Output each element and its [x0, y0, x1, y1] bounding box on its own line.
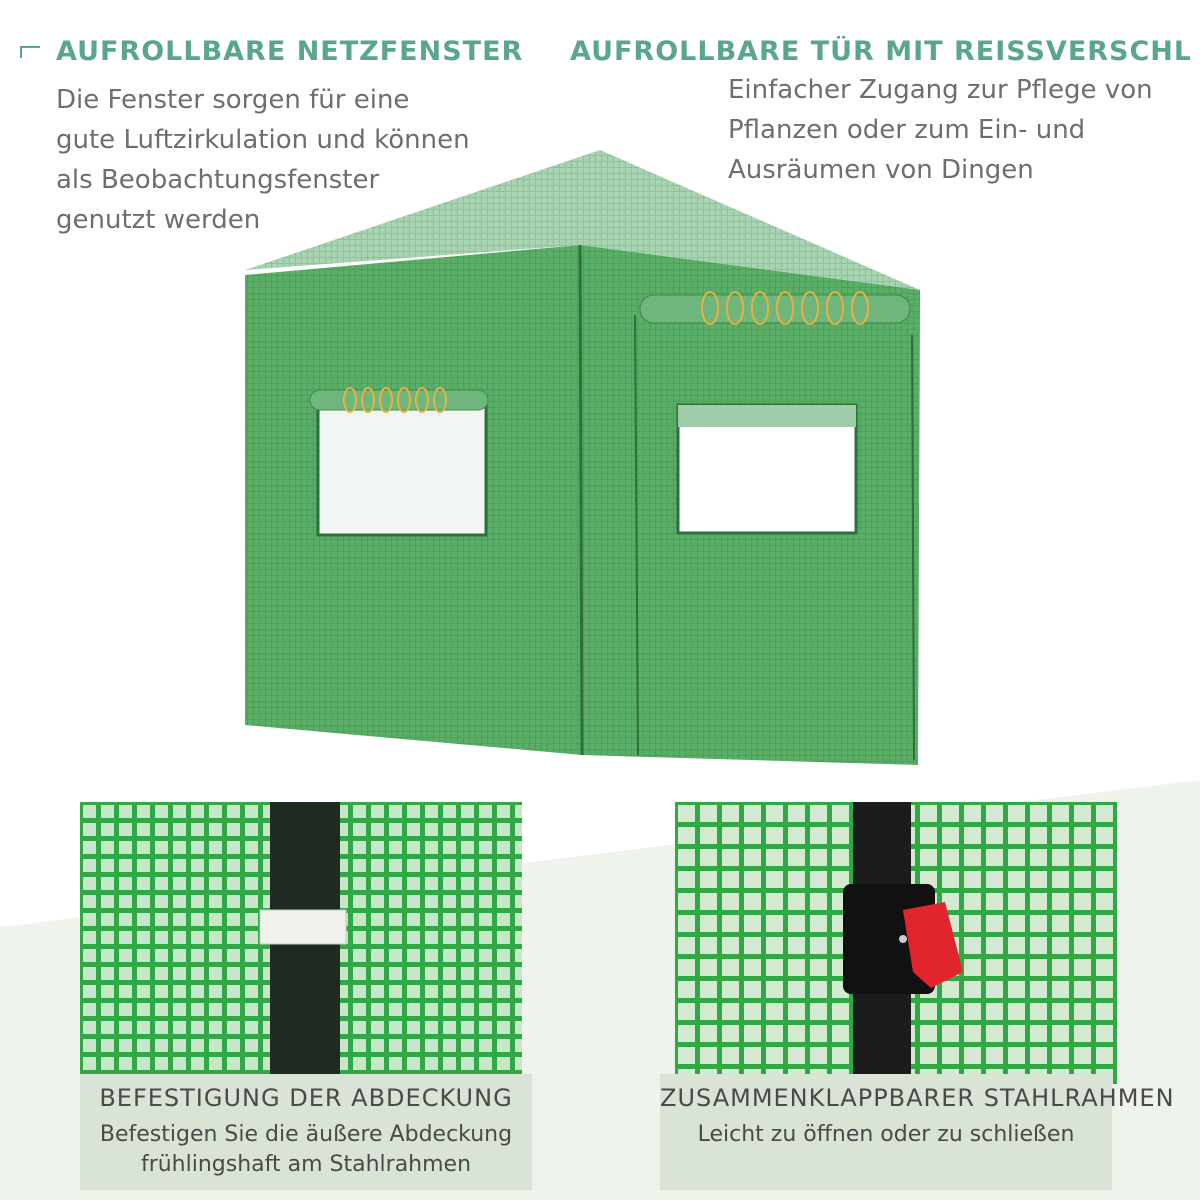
caption-box-left: BEFESTIGUNG DER ABDECKUNG Befestigen Sie…	[80, 1074, 532, 1190]
left-mesh-window	[316, 403, 488, 537]
tent-roof	[245, 150, 920, 290]
right-feature-description: Einfacher Zugang zur Pflege von Pflanzen…	[728, 75, 1153, 185]
caption-right-title: ZUSAMMENKLAPPBARER STAHLRAHMEN	[660, 1084, 1175, 1112]
caption-right-description: Leicht zu öffnen oder zu schließen	[697, 1122, 1075, 1147]
door-roll-ties	[701, 291, 869, 325]
left-feature-title: AUFROLLBARE NETZFENSTER	[56, 36, 524, 67]
caption-box-right: ZUSAMMENKLAPPBARER STAHLRAHMEN Leicht zu…	[660, 1074, 1175, 1190]
velcro-strap	[259, 909, 347, 945]
release-lever	[903, 902, 963, 988]
detail-image-folding-frame	[675, 802, 1117, 1084]
door-roll	[639, 294, 911, 324]
caption-left-title: BEFESTIGUNG DER ABDECKUNG	[99, 1084, 513, 1112]
corner-bracket-icon	[20, 46, 40, 58]
left-feature-description: Die Fenster sorgen für eine gute Luftzir…	[56, 85, 470, 235]
greenhouse-tent-image	[245, 150, 920, 765]
caption-left-description: Befestigen Sie die äußere Abdeckung früh…	[99, 1122, 513, 1177]
detail-image-cover-fastening	[80, 802, 522, 1084]
right-feature-title: AUFROLLBARE TÜR MIT REISSVERSCHLUSS	[570, 36, 1190, 67]
